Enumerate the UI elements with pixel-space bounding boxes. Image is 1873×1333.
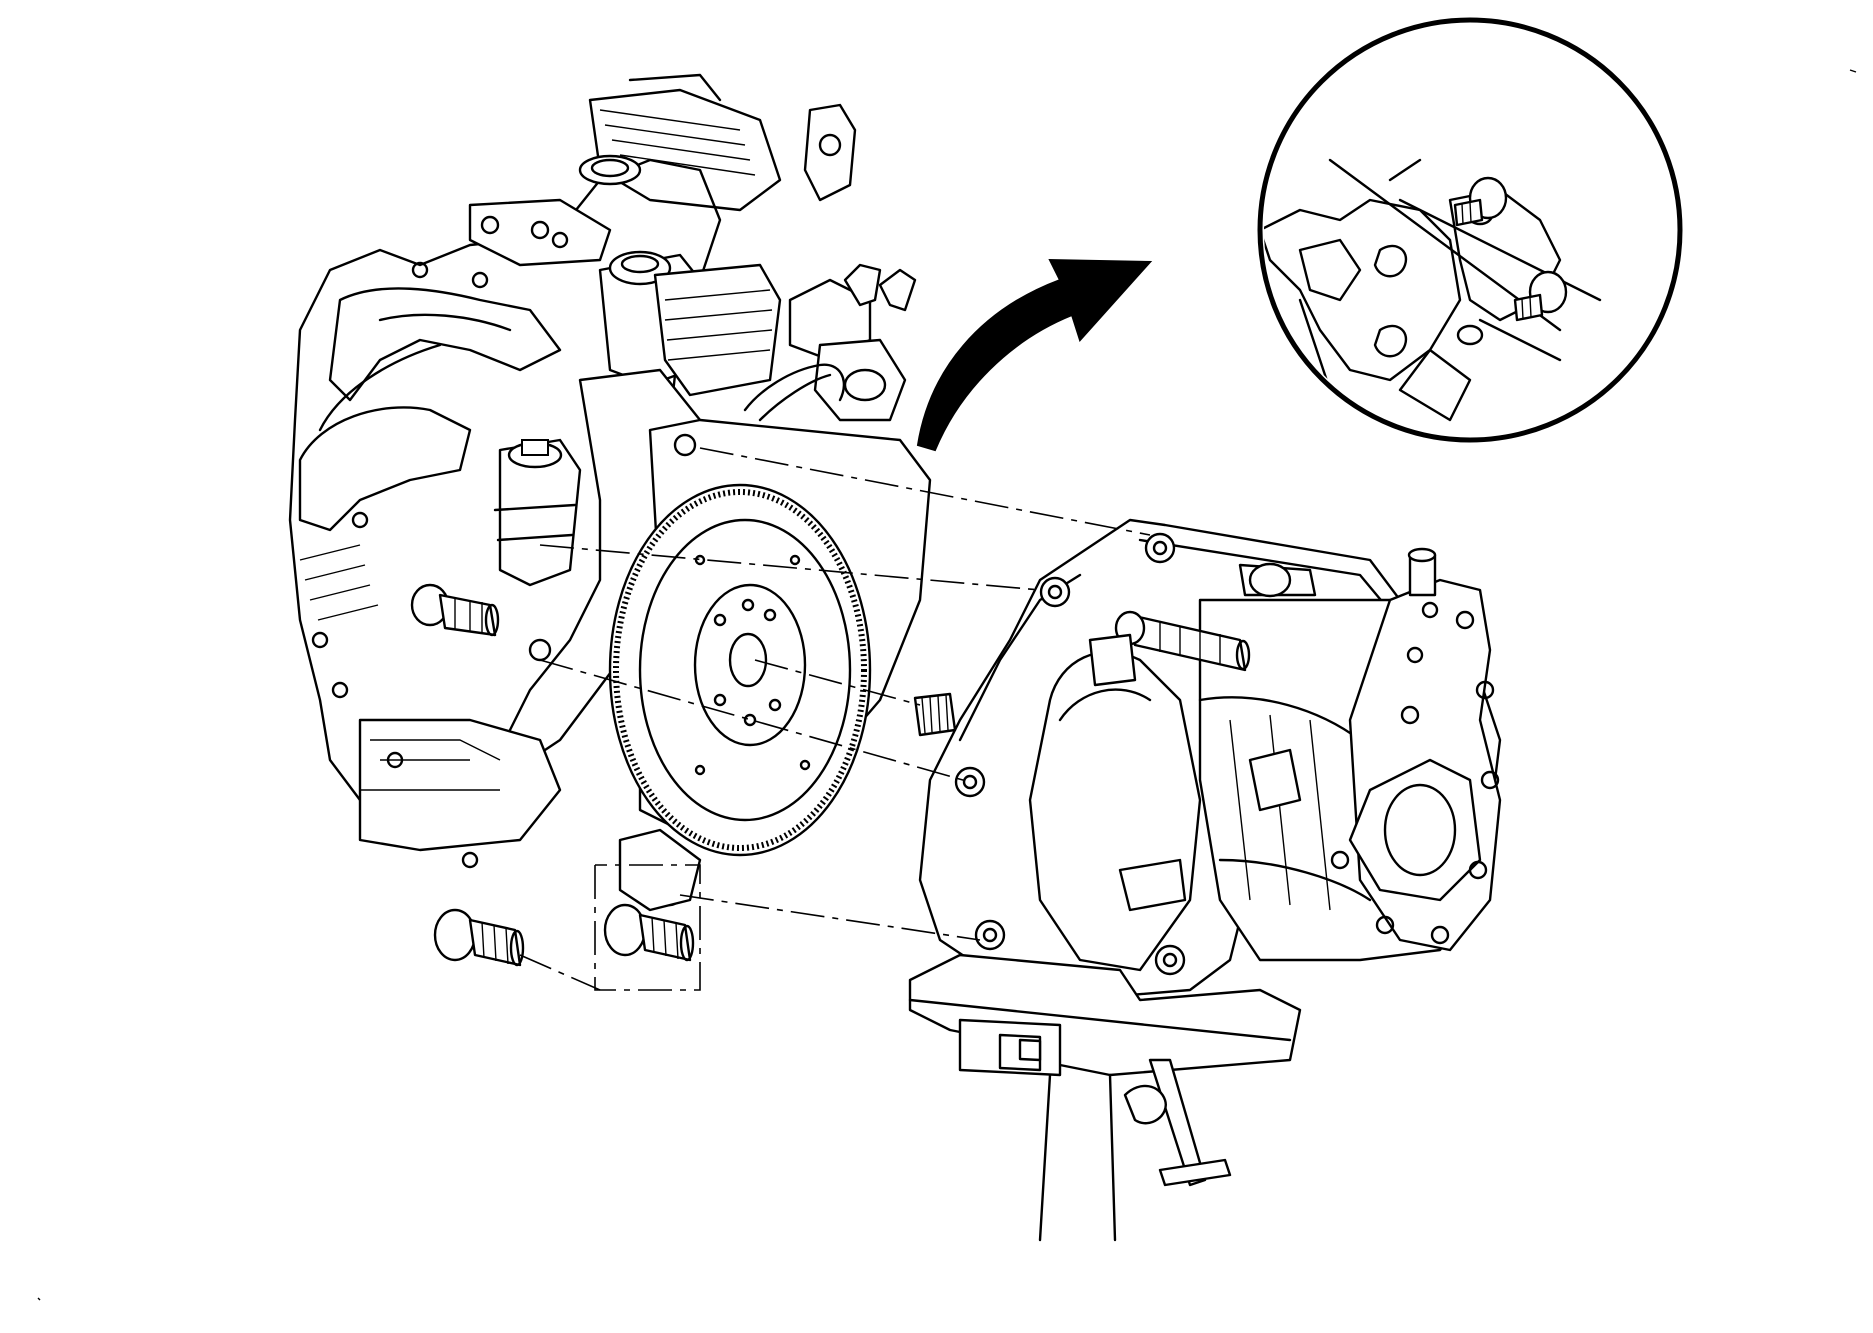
engine-rear-bolt-icon [433, 908, 525, 967]
transmission-jack-icon [908, 953, 1302, 1242]
curved-arrow-icon [916, 258, 1153, 452]
alignment-lines [519, 447, 1151, 991]
flywheel-icon [608, 483, 872, 857]
manual-transaxle-icon [913, 518, 1502, 1002]
magnified-bolt-detail-icon [1257, 17, 1683, 443]
flywheel-bolt-icon [603, 903, 695, 962]
